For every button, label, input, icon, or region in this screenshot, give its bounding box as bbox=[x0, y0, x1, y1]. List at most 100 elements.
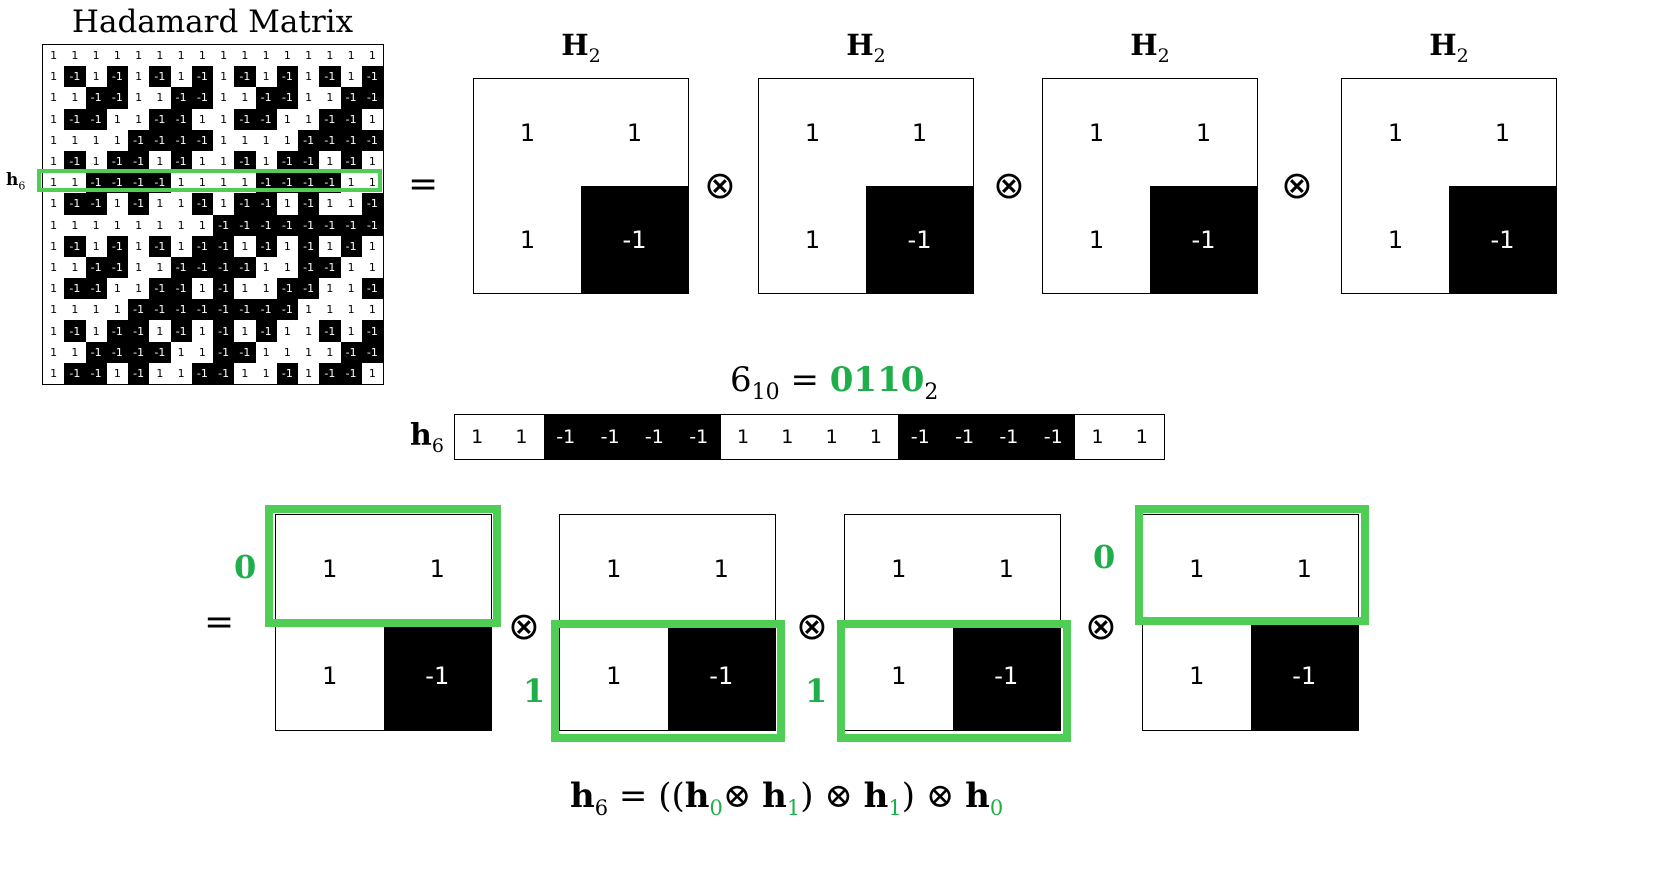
h2-title-letter: H bbox=[1429, 28, 1457, 62]
hadamard-cell: 1 bbox=[361, 235, 383, 257]
hadamard-cell: 1 bbox=[43, 362, 65, 384]
hadamard-cell: 1 bbox=[276, 45, 298, 67]
hadamard-cell: 1 bbox=[128, 235, 150, 257]
h2-cell: 1 bbox=[1342, 79, 1449, 186]
vector-cell: -1 bbox=[898, 415, 943, 459]
hadamard-cell: -1 bbox=[128, 320, 150, 342]
hadamard-cell: 1 bbox=[361, 108, 383, 130]
hadamard-cell: 1 bbox=[298, 87, 320, 109]
hadamard-cell: -1 bbox=[255, 299, 277, 321]
row-label-letter: h bbox=[6, 170, 19, 190]
otimes-symbol: ⊗ bbox=[1085, 604, 1117, 648]
hadamard-cell: -1 bbox=[85, 362, 107, 384]
hadamard-cell: 1 bbox=[255, 66, 277, 88]
hadamard-cell: -1 bbox=[319, 108, 341, 130]
hadamard-cell: -1 bbox=[106, 150, 128, 173]
hadamard-cell: -1 bbox=[85, 278, 107, 300]
hadamard-cell: -1 bbox=[213, 256, 235, 279]
selected-row-box-4 bbox=[1135, 505, 1369, 625]
otimes-symbol: ⊗ bbox=[796, 604, 828, 648]
h2-cell: 1 bbox=[845, 622, 953, 730]
hadamard-cell: -1 bbox=[191, 193, 213, 215]
formula-lhs-sub: 6 bbox=[594, 795, 609, 820]
formula-term-3: h bbox=[863, 776, 889, 816]
h2-cell: -1 bbox=[1449, 186, 1556, 293]
vector-label-letter: h bbox=[410, 418, 432, 453]
h2-cell: -1 bbox=[667, 622, 775, 730]
hadamard-cell: 1 bbox=[149, 150, 171, 173]
hadamard-cell: 1 bbox=[149, 87, 171, 109]
binary-digits: 0110 bbox=[829, 360, 925, 400]
hadamard-cell: -1 bbox=[64, 108, 86, 130]
hadamard-cell: -1 bbox=[255, 193, 277, 215]
hadamard-cell: 1 bbox=[85, 320, 107, 342]
highlighted-row-box bbox=[37, 169, 382, 192]
h2-title-letter: H bbox=[1130, 28, 1158, 62]
hadamard-cell: -1 bbox=[234, 150, 256, 173]
hadamard-cell: -1 bbox=[340, 214, 362, 236]
hadamard-cell: -1 bbox=[255, 108, 277, 130]
hadamard-cell: 1 bbox=[319, 341, 341, 363]
vector-label-h6: h6 bbox=[410, 418, 444, 457]
hadamard-cell: -1 bbox=[213, 235, 235, 257]
hadamard-cell: 1 bbox=[170, 362, 192, 384]
h2-cell: -1 bbox=[1150, 186, 1257, 293]
hadamard-cell: -1 bbox=[255, 214, 277, 236]
hadamard-cell: -1 bbox=[361, 278, 383, 300]
hadamard-cell: -1 bbox=[170, 129, 192, 151]
hadamard-cell: 1 bbox=[255, 129, 277, 151]
hadamard-cell: -1 bbox=[276, 299, 298, 321]
hadamard-cell: 1 bbox=[255, 150, 277, 173]
formula-term-3-sub: 1 bbox=[888, 795, 902, 820]
hadamard-cell: 1 bbox=[85, 45, 107, 67]
hadamard-cell: -1 bbox=[85, 341, 107, 363]
hadamard-cell: 1 bbox=[85, 214, 107, 236]
h2-title-3: H2 bbox=[1042, 28, 1258, 67]
hadamard-cell: 1 bbox=[170, 341, 192, 363]
hadamard-cell: 1 bbox=[191, 341, 213, 363]
hadamard-cell: 1 bbox=[191, 45, 213, 67]
hadamard-cell: 1 bbox=[43, 299, 65, 321]
hadamard-cell: 1 bbox=[340, 299, 362, 321]
hadamard-cell: 1 bbox=[213, 66, 235, 88]
hadamard-cell: 1 bbox=[319, 45, 341, 67]
hadamard-cell: 1 bbox=[298, 66, 320, 88]
hadamard-cell: 1 bbox=[106, 45, 128, 67]
hadamard-cell: 1 bbox=[106, 108, 128, 130]
hadamard-cell: 1 bbox=[85, 235, 107, 257]
decimal-value: 6 bbox=[730, 360, 752, 400]
vector-cell: -1 bbox=[676, 415, 721, 459]
formula-term-4: h bbox=[965, 776, 990, 816]
hadamard-cell: 1 bbox=[298, 299, 320, 321]
hadamard-cell: 1 bbox=[361, 362, 383, 384]
factor-matrix-3: 1 1 1 -1 bbox=[844, 514, 1061, 731]
hadamard-cell: -1 bbox=[191, 362, 213, 384]
bit-label-3: 1 bbox=[805, 672, 828, 710]
hadamard-cell: 1 bbox=[213, 87, 235, 109]
formula-close-1: ) ⊗ bbox=[800, 776, 864, 816]
hadamard-cell: 1 bbox=[128, 214, 150, 236]
h2-cell: 1 bbox=[759, 186, 866, 293]
hadamard-cell: 1 bbox=[319, 299, 341, 321]
hadamard-cell: 1 bbox=[340, 45, 362, 67]
hadamard-cell: -1 bbox=[149, 66, 171, 88]
hadamard-cell: -1 bbox=[361, 129, 383, 151]
hadamard-cell: -1 bbox=[298, 235, 320, 257]
hadamard-cell: -1 bbox=[319, 214, 341, 236]
h2-cell: 1 bbox=[276, 622, 384, 730]
hadamard-cell: 1 bbox=[191, 278, 213, 300]
hadamard-cell: 1 bbox=[43, 214, 65, 236]
hadamard-cell: -1 bbox=[191, 235, 213, 257]
hadamard-cell: -1 bbox=[361, 87, 383, 109]
hadamard-cell: 1 bbox=[234, 45, 256, 67]
h2-cell: 1 bbox=[474, 79, 581, 186]
hadamard-cell: 1 bbox=[276, 193, 298, 215]
hadamard-cell: 1 bbox=[276, 235, 298, 257]
hadamard-cell: -1 bbox=[298, 278, 320, 300]
hadamard-cell: -1 bbox=[191, 299, 213, 321]
hadamard-cell: -1 bbox=[276, 214, 298, 236]
h2-cell: -1 bbox=[866, 186, 973, 293]
hadamard-cell: 1 bbox=[128, 278, 150, 300]
hadamard-cell: 1 bbox=[213, 45, 235, 67]
